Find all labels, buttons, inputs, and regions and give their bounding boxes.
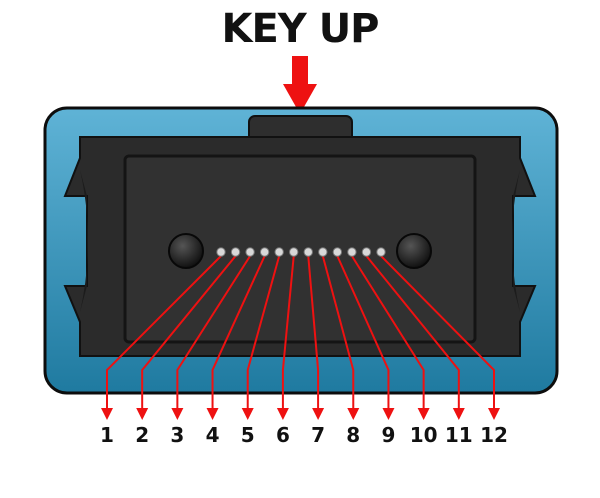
fiber-dot: [318, 247, 328, 257]
fiber-label: 4: [206, 423, 220, 447]
fiber-dot: [347, 247, 357, 257]
fiber-label: 9: [381, 423, 395, 447]
fiber-dot: [274, 247, 284, 257]
fiber-leader-line: [380, 255, 495, 410]
fiber-label: 11: [445, 423, 473, 447]
fiber-arrowhead: [347, 408, 360, 420]
fiber-dot: [230, 247, 241, 257]
fiber-leader-line: [281, 255, 295, 410]
fiber-arrowhead: [312, 408, 325, 420]
fiber-arrowhead: [241, 408, 254, 420]
fiber-leader-line: [176, 255, 251, 410]
fiber-label: 12: [480, 423, 508, 447]
fiber-arrowhead: [136, 408, 149, 420]
fiber-leader-line: [106, 255, 222, 410]
fiber-dot: [216, 247, 226, 257]
fiber-label: 1: [100, 423, 114, 447]
fiber-arrowhead: [417, 408, 430, 420]
key-up-title: KEY UP: [221, 6, 379, 52]
fiber-arrowhead: [452, 408, 465, 420]
fiber-dot: [245, 247, 255, 257]
fiber-leader-line: [351, 255, 425, 410]
fiber-label: 6: [276, 423, 290, 447]
fiber-label: 2: [135, 423, 149, 447]
fiber-arrowhead: [382, 408, 395, 420]
key-up-arrow: [283, 56, 317, 114]
fiber-arrowhead: [101, 408, 113, 420]
fiber-arrowhead: [276, 408, 289, 420]
fiber-arrowhead: [171, 408, 184, 420]
fiber-leader-line: [246, 255, 281, 410]
fiber-leader-line: [365, 255, 460, 410]
fiber-dot: [361, 247, 372, 257]
fiber-dot: [332, 247, 343, 257]
guide-pin-left: [168, 233, 204, 269]
fiber-leader-line: [211, 255, 266, 410]
fiber-leader-line: [141, 255, 237, 410]
fiber-dot: [259, 247, 270, 257]
fiber-dot: [289, 247, 299, 257]
fiber-dot: [303, 247, 313, 257]
fiber-dot: [376, 247, 386, 257]
fiber-positions: [216, 247, 386, 257]
fiber-arrowhead: [488, 408, 500, 420]
fiber-leader-line: [336, 255, 390, 410]
fiber-leader-line: [321, 255, 355, 410]
fiber-leader-lines: [101, 255, 500, 420]
ferrule-face: [123, 154, 477, 344]
fiber-leader-line: [307, 255, 320, 410]
guide-pin-right: [396, 233, 432, 269]
fiber-label: 5: [241, 423, 255, 447]
fiber-arrowhead: [206, 408, 219, 420]
fiber-label: 10: [410, 423, 438, 447]
fiber-label: 7: [311, 423, 325, 447]
fiber-label: 3: [170, 423, 184, 447]
fiber-label: 8: [346, 423, 360, 447]
